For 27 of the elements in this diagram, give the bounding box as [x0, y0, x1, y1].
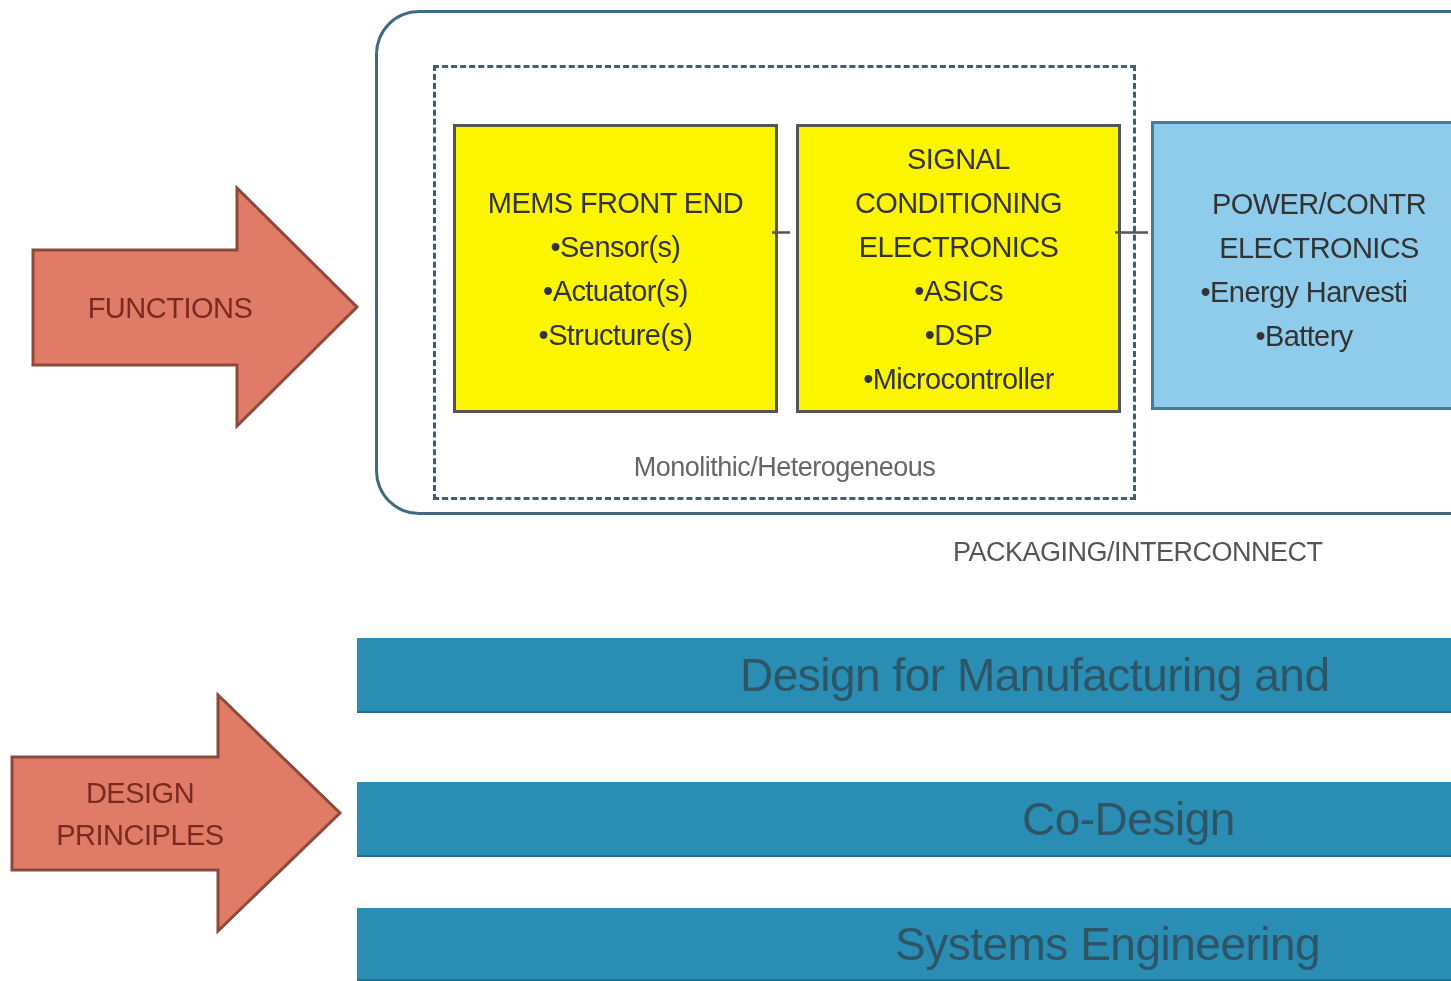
bar-label: Systems Engineering: [895, 916, 1321, 971]
block-title: POWER/CONTR ELECTRONICS: [1210, 187, 1428, 266]
bullet-item: •Microcontroller: [863, 361, 1054, 397]
block-box: [453, 124, 778, 413]
connector-line: [1115, 231, 1148, 234]
bullet-item: •Structure(s): [538, 317, 693, 353]
principle-bar: [357, 908, 1451, 981]
bar-label: Design for Manufacturing and: [740, 647, 1330, 702]
arrow-label: FUNCTIONS: [86, 290, 254, 326]
principle-bar: [357, 638, 1451, 713]
bullet-item: •Energy Harvesti: [1200, 275, 1408, 310]
connector-line: [772, 231, 790, 234]
bar-label: Co-Design: [1022, 791, 1235, 846]
arrow-label: DESIGN PRINCIPLES: [55, 775, 225, 853]
bullet-item: •Actuator(s): [543, 273, 688, 309]
bullet-item: •Sensor(s): [550, 229, 681, 265]
bullet-item: •DSP: [924, 317, 993, 353]
frame-label: PACKAGING/INTERCONNECT: [953, 537, 1323, 568]
block-title: SIGNAL CONDITIONING ELECTRONICS: [853, 141, 1064, 265]
block-box: [796, 124, 1121, 413]
block-box: [1151, 121, 1451, 410]
bullet-item: •Battery: [1255, 319, 1353, 354]
block-title: MEMS FRONT END: [487, 185, 744, 221]
principle-bar: [357, 782, 1451, 857]
group-label: Monolithic/Heterogeneous: [632, 452, 937, 483]
dashed-group-box: [433, 65, 1136, 500]
bullet-item: •ASICs: [914, 273, 1003, 309]
